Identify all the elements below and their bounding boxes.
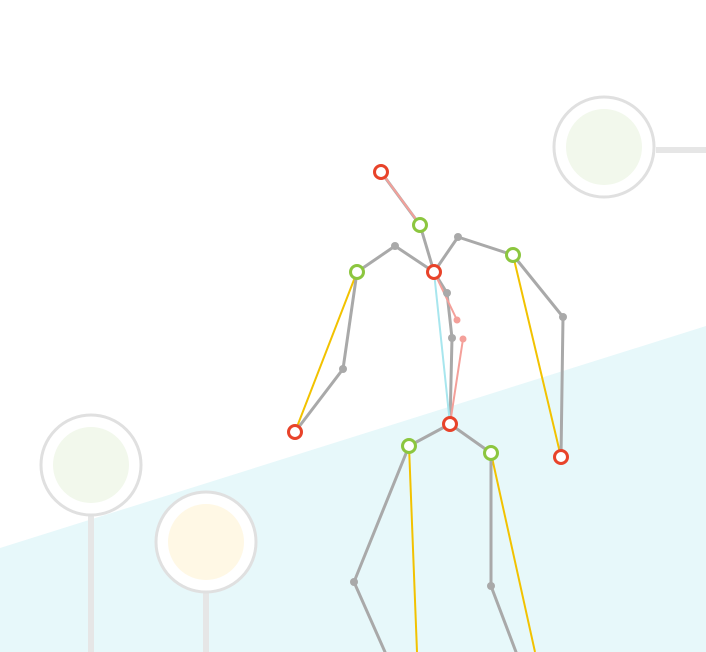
ik-chains	[294, 254, 562, 652]
joint-pink-spine[interactable]	[459, 335, 467, 343]
joint-right-clavicle[interactable]	[454, 233, 462, 241]
joint-left-elbow[interactable]	[339, 365, 347, 373]
control-targets	[39, 95, 706, 652]
skeleton-joints	[339, 233, 567, 590]
handle-head[interactable]	[373, 164, 389, 180]
handle-left-hand[interactable]	[287, 424, 303, 440]
ik-chain-left-arm	[294, 271, 358, 433]
handle-right-hip[interactable]	[483, 445, 499, 461]
head-target-fill	[566, 109, 642, 185]
joint-spine-upper[interactable]	[443, 289, 451, 297]
joint-pink-chest[interactable]	[453, 316, 461, 324]
bone-pelvis-right-hip	[448, 422, 493, 455]
joint-right-knee[interactable]	[487, 582, 495, 590]
helper-bone-head	[380, 171, 419, 223]
joint-spine-lower[interactable]	[448, 334, 456, 342]
bone-left-upper-arm	[341, 270, 359, 371]
left-pole-target-fill	[53, 427, 129, 503]
right-pole-target-fill	[168, 504, 244, 580]
joint-handles	[287, 164, 569, 465]
handle-left-shoulder[interactable]	[349, 264, 365, 280]
bone-left-thigh	[352, 444, 411, 584]
handle-right-shoulder[interactable]	[505, 247, 521, 263]
bone-right-shin	[489, 584, 518, 652]
joint-left-knee[interactable]	[350, 578, 358, 586]
helper-bone-center	[433, 271, 451, 425]
bone-right-upper-arm	[511, 253, 565, 319]
bone-right-clavicle-shoulder	[456, 235, 515, 257]
joint-left-clavicle[interactable]	[391, 242, 399, 250]
helper-bone-spine	[449, 338, 464, 425]
bone-neck-chest	[418, 223, 436, 274]
ik-chain-left-leg	[408, 445, 418, 652]
bone-right-forearm	[559, 315, 565, 459]
handle-neck[interactable]	[412, 217, 428, 233]
ik-chain-right-arm	[512, 254, 562, 458]
handle-pelvis[interactable]	[442, 416, 458, 432]
bone-left-forearm	[293, 367, 345, 434]
bone-left-shin	[352, 580, 387, 652]
handle-left-hip[interactable]	[401, 438, 417, 454]
ik-chain-right-leg	[490, 452, 536, 652]
bone-spine-3	[448, 336, 454, 426]
joint-right-elbow[interactable]	[559, 313, 567, 321]
handle-right-hand[interactable]	[553, 449, 569, 465]
handle-chest[interactable]	[426, 264, 442, 280]
